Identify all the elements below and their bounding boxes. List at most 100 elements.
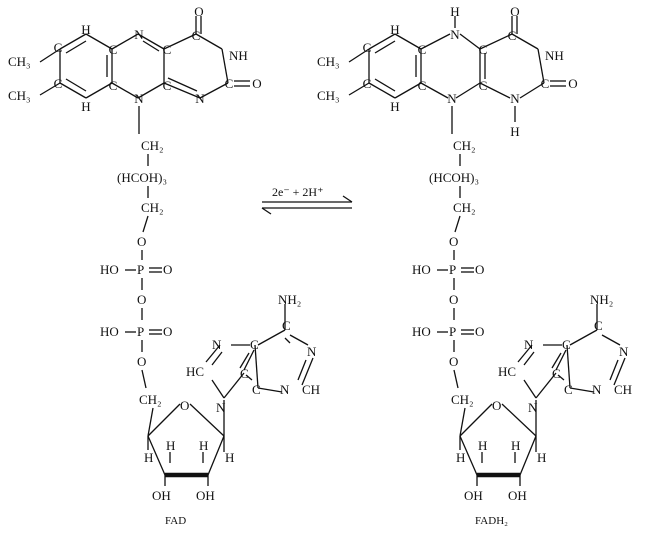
fad-p-2: P (137, 324, 144, 339)
fad-adenine-n: N (280, 382, 290, 397)
fadh2-adenine-nh2: NH₂ (590, 292, 613, 307)
fadh2-methyl: CH₃ (317, 54, 340, 69)
fad-adenine-n: N (212, 337, 222, 352)
fadh2-ring-c: C (363, 40, 372, 55)
fadh2-ring-bonds (348, 16, 566, 122)
fad-p-1: P (137, 262, 144, 277)
fad-caption: FAD (165, 515, 186, 527)
fad-p1-o: O (163, 262, 172, 277)
fadh2-adenine-n: N (619, 344, 629, 359)
fad-adenine-n: N (307, 344, 317, 359)
fadh2-ring-c: C (418, 42, 427, 57)
fadh2-adenine (517, 304, 626, 399)
fadh2-p1-o: O (475, 262, 484, 277)
fadh2-ring-c: C (418, 78, 427, 93)
fad-molecule: H H C C C C N N C C C NH C N O O CH₃ CH₃… (8, 4, 320, 527)
fadh2-adenine-c: C (562, 337, 571, 352)
fadh2-ring-c: C (479, 78, 488, 93)
fadh2-ch2-mid: CH₂ (453, 200, 476, 215)
fad-ring-c: C (109, 42, 118, 57)
fad-carbonyl-o: O (252, 76, 261, 91)
fadh2-ch2-top: CH₂ (453, 138, 476, 153)
fad-ribose (147, 400, 225, 486)
fad-ring-h-top: H (81, 22, 90, 37)
fadh2-ring-n10: N (447, 91, 457, 106)
fad-ch2-ribose: CH₂ (139, 392, 162, 407)
fadh2-ring-c: C (479, 42, 488, 57)
fadh2-p-2: P (449, 324, 456, 339)
fad-ch2-mid: CH₂ (141, 200, 164, 215)
fad-ring-c: C (54, 76, 63, 91)
fad-adenine-ch: CH (302, 382, 320, 397)
fad-o-ribose: O (137, 354, 146, 369)
fad-adenine-n9: N (216, 400, 226, 415)
fadh2-ring-h-top: H (390, 22, 399, 37)
fad-ring-c: C (54, 40, 63, 55)
fadh2-ribose-h: H (478, 438, 487, 453)
fad-hcoh: (HCOH)₃ (117, 170, 167, 185)
fadh2-p-1: P (449, 262, 456, 277)
fadh2-ribose-h: H (537, 450, 546, 465)
fadh2-ho-2: HO (412, 324, 431, 339)
fadh2-ring-c: C (508, 28, 517, 43)
fadh2-ring-n5: N (450, 27, 460, 42)
fadh2-ring-nh: NH (545, 48, 564, 63)
fad-ring-n10: N (134, 91, 144, 106)
fadh2-adenine-ch: CH (614, 382, 632, 397)
fad-ho-2: HO (100, 324, 119, 339)
fad-carbonyl-o: O (194, 4, 203, 19)
fad-o-link: O (137, 234, 146, 249)
fadh2-ring-c: C (363, 76, 372, 91)
fad-ring-c: C (163, 42, 172, 57)
fad-ring-c: C (225, 76, 234, 91)
fadh2-adenine-n9: N (528, 400, 538, 415)
fadh2-adenine-c: C (552, 366, 561, 381)
fad-adenine-nh2: NH₂ (278, 292, 301, 307)
fad-ring-c: C (192, 28, 201, 43)
fadh2-ho-1: HO (412, 262, 431, 277)
fadh2-ring-n1: N (510, 91, 520, 106)
fad-ring-c: C (163, 78, 172, 93)
fad-ribose-h: H (144, 450, 153, 465)
fad-adenine-c: C (282, 318, 291, 333)
fad-ribose-o: O (180, 398, 189, 413)
fadh2-ring-h-bottom: H (390, 99, 399, 114)
fad-ring-nh: NH (229, 48, 248, 63)
fad-o-bridge: O (137, 292, 146, 307)
fad-methyl: CH₃ (8, 54, 31, 69)
fadh2-p2-o: O (475, 324, 484, 339)
reaction-arrow: 2e⁻ + 2H⁺ (261, 185, 353, 215)
fadh2-n5-h: H (450, 4, 459, 19)
fadh2-carbonyl-o: O (568, 76, 577, 91)
fad-ribose-h: H (225, 450, 234, 465)
fadh2-adenine-c: C (564, 382, 573, 397)
fad-adenine-c: C (250, 337, 259, 352)
fadh2-ribose-o: O (492, 398, 501, 413)
fad-ribose-h: H (199, 438, 208, 453)
fad-ring-bonds (39, 16, 250, 99)
fadh2-o-ribose: O (449, 354, 458, 369)
fadh2-ribose-h: H (456, 450, 465, 465)
fadh2-adenine-n: N (592, 382, 602, 397)
fadh2-carbonyl-o: O (510, 4, 519, 19)
fadh2-ring-c: C (541, 76, 550, 91)
fadh2-ribose-h: H (511, 438, 520, 453)
fadh2-ch2-ribose: CH₂ (451, 392, 474, 407)
fadh2-methyl: CH₃ (317, 88, 340, 103)
fad-ring-n: N (195, 91, 205, 106)
arrow-label: 2e⁻ + 2H⁺ (272, 185, 323, 199)
fadh2-adenine-c: C (594, 318, 603, 333)
fad-methyl: CH₃ (8, 88, 31, 103)
fadh2-ribose-oh: OH (508, 488, 527, 503)
fad-ring-h-bottom: H (81, 99, 90, 114)
fad-p2-o: O (163, 324, 172, 339)
fad-ribose-oh: OH (152, 488, 171, 503)
fad-ch2-top: CH₂ (141, 138, 164, 153)
fad-adenine-c: C (252, 382, 261, 397)
fad-ribose-oh: OH (196, 488, 215, 503)
fadh2-molecule: H N H H C C C C N C C C NH C N H O O CH₃… (317, 4, 632, 527)
fadh2-adenine-n: N (524, 337, 534, 352)
fad-ring-c: C (109, 78, 118, 93)
fad-adenine (205, 304, 314, 399)
